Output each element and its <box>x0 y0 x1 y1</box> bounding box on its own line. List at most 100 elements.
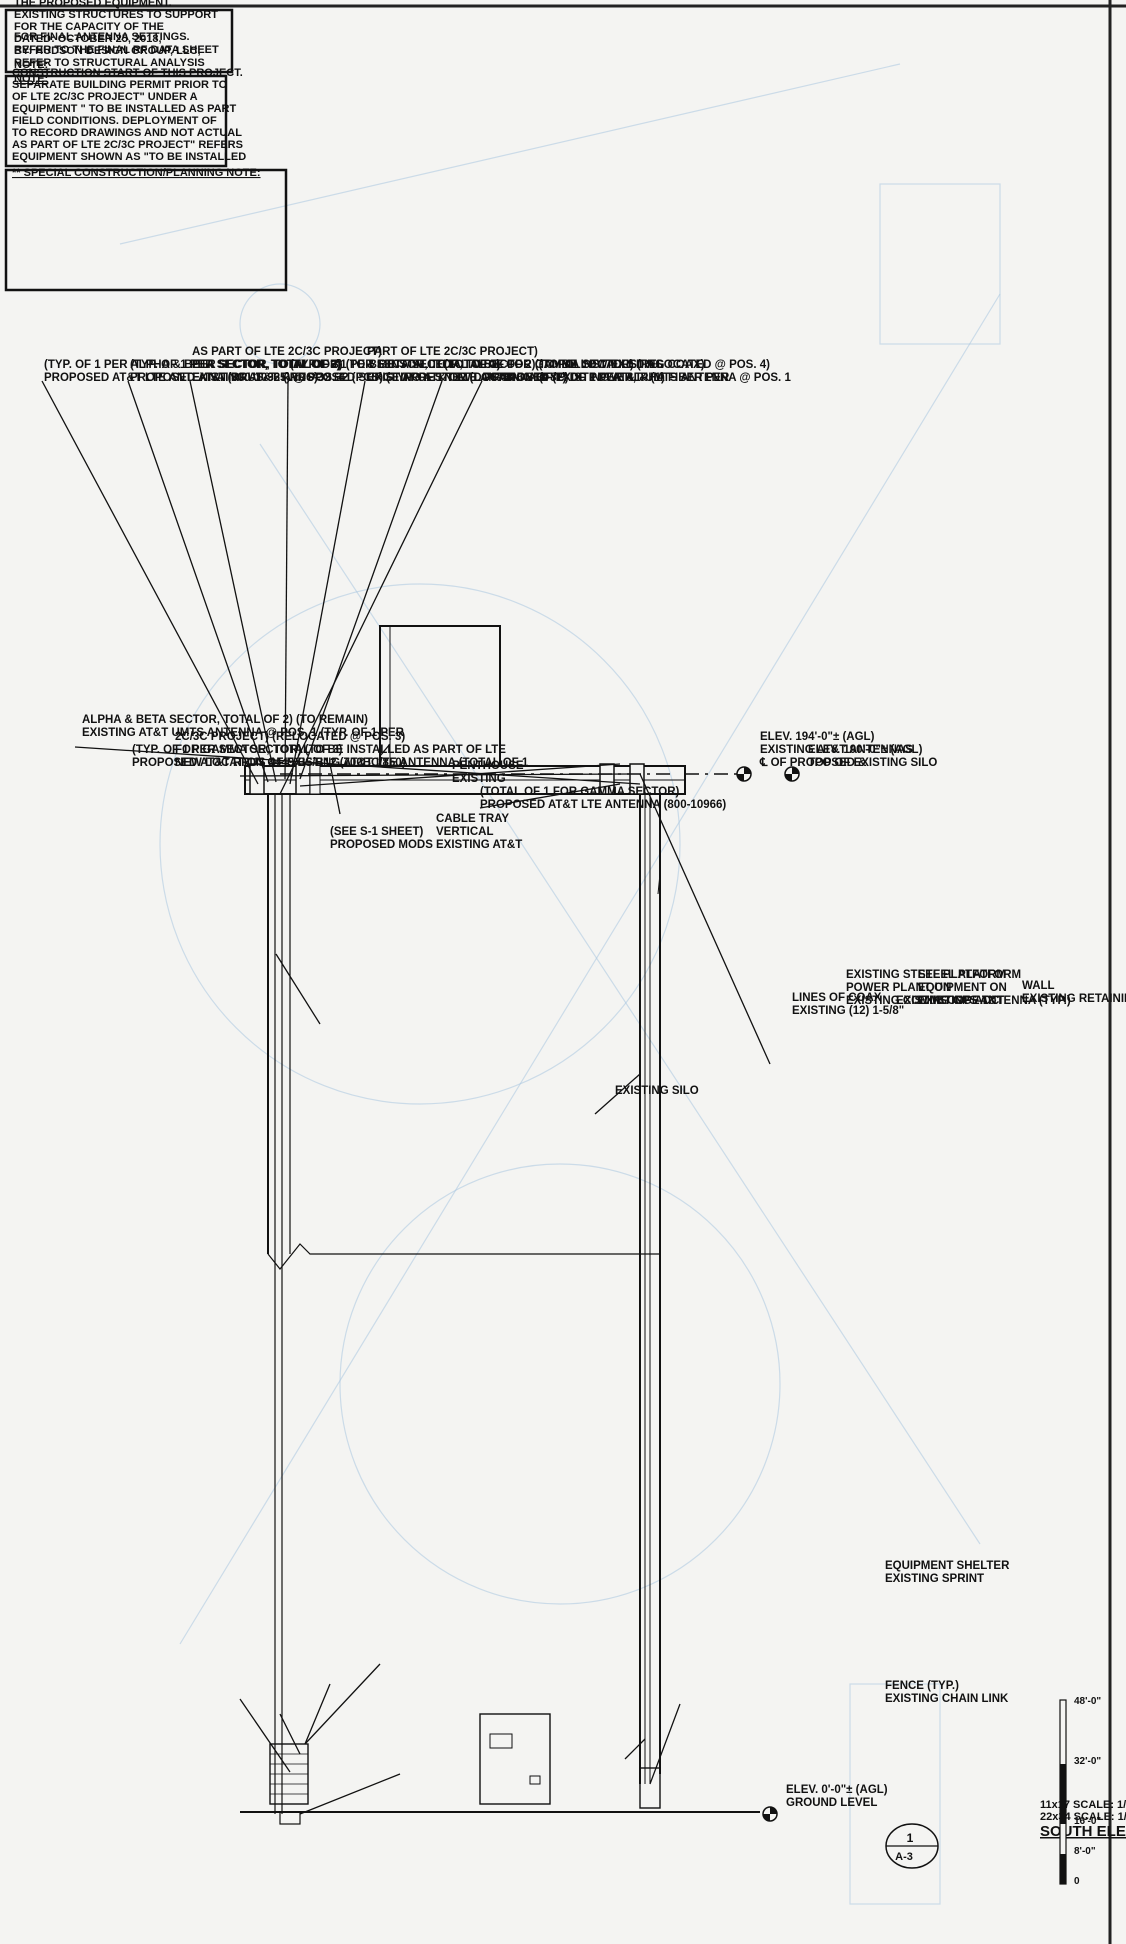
callout-top-line: PROPOSED (2) DC POWER, & (1) FIBER PER <box>484 372 730 384</box>
elev-ground-line: GROUND LEVEL <box>786 1797 877 1809</box>
callout-top-line: (TOTAL OF FOR GAMMA SECTOR) (RELOCATED @… <box>444 359 770 371</box>
callout-top-line: EXISTING AT&T RRUS-32 B2 (PCS) (TYP. OF … <box>192 372 444 384</box>
detail-number: 1 <box>907 1831 914 1845</box>
note-2-line: FOR THE CAPACITY OF THE <box>14 21 164 33</box>
scale-bar: 0 8'-0" 16'-0" 32'-0" 48'-0" <box>1059 1696 1101 1887</box>
callouts-top: PROPOSED AT&T LTE ANTENNA (800-10965) @ … <box>44 346 791 384</box>
elev-ground-line: ELEV. 0'-0"± (AGL) <box>786 1784 888 1796</box>
cable-tray-label: VERTICAL <box>436 826 494 838</box>
callout-base-line: EXISTING AT&T <box>918 995 1004 1007</box>
callout-top-line: (TYP. OF 1 PER SECTOR, TOTAL OF 3) <box>290 359 501 371</box>
callout-bottom-line: EQUIPMENT SHELTER <box>885 1560 1010 1572</box>
scale-tick: 16'-0" <box>1074 1816 1101 1827</box>
callout-top-line: NEW LOCATION OF EXISTING AT&T UMTS ANTEN… <box>444 372 791 384</box>
note-3-line: OF LTE 2C/3C PROJECT" UNDER A <box>12 91 198 103</box>
callout-bottom-line: EXISTING AT&T UMTS ANTENNA @ POS. 1 (TYP… <box>82 727 405 739</box>
penthouse <box>379 625 501 767</box>
note-3-line: FIELD CONDITIONS. DEPLOYMENT OF <box>12 115 217 127</box>
callout-base-line: EXISTING (12) 1-5/8" <box>792 1005 904 1017</box>
callout-top-line: EXISTING AT&T LTE ANTENNA (TYP. OF 1 PER… <box>367 372 665 384</box>
callout-top-line: PROPOSED AT&T RRUS-32 (WCS) <box>130 372 318 384</box>
callout-bottom-line: PROPOSED AT&T RRUS 4449 B5/B12 (700BC/85… <box>132 757 406 769</box>
note-1-heading: NOTE: <box>14 59 48 71</box>
callout-top-line: & BETA SECTOR, TOTAL OF 2) (TO BE INSTAL… <box>367 359 663 371</box>
note-1-line: REFER TO THE FINAL RF DATA SHEET <box>14 44 219 56</box>
note-2-line: THE PROPOSED EQUIPMENT. <box>14 0 172 9</box>
callout-top-line: PROPOSED SURGE ARRESTOR (DC6-48-60-18-8C… <box>290 372 569 384</box>
note-1-line: FOR FINAL ANTENNA SETTINGS. <box>14 31 190 43</box>
cable-tray-label: CABLE TRAY <box>436 813 509 825</box>
callout-base-line: EXISTING STEEL PLATFORM <box>846 969 1006 981</box>
note-3-line: EQUIPMENT " TO BE INSTALLED AS PART <box>12 103 236 115</box>
penthouse-label: PENTHOUSE <box>452 760 524 772</box>
note-2-heading: NOTE: <box>14 73 48 85</box>
callout-bottom-line: (TOTAL OF 1 FOR GAMMA SECTOR) <box>480 786 680 798</box>
scale-tick: 48'-0" <box>1074 1696 1101 1707</box>
note-2-line: REFER TO STRUCTURAL ANALYSIS <box>14 57 205 69</box>
elev-silo-line: TOP OF EXISTING SILO <box>808 757 937 769</box>
callouts-base: EXISTING (12) 1-5/8" LINES OF COAX EXIST… <box>792 969 1126 1017</box>
callout-bottom-line: (TYP. OF 1 PER SECTOR, TOTAL OF 3) <box>132 744 343 756</box>
callout-top-line: PER SECTOR, TOTAL OF 3) (TO BE INSTALLED <box>192 359 451 371</box>
leader-lines <box>41 380 771 1815</box>
elev-antennas-line: ℄ OF PROPOSED & <box>759 756 866 769</box>
penthouse-label: EXISTING <box>452 773 506 785</box>
interior-labels: EXISTING PENTHOUSE PROPOSED MODS (SEE S-… <box>330 760 524 851</box>
callout-bottom-line: FENCE (TYP.) <box>885 1680 959 1692</box>
callout-base-line: WALL <box>1022 980 1055 992</box>
callout-bottom-line: FOR GAMMA SECTOR) (TO BE INSTALLED AS PA… <box>175 744 506 756</box>
callout-bottom-line: NEW LOCATION OF EXISTING AT&T LTE ANTENN… <box>175 757 529 769</box>
elev-antennas-line: EXISTING AT&T ANTENNAS <box>760 744 913 756</box>
note-2-line: DATED: OCTOBER 25, 2018, <box>14 33 162 45</box>
scale-11x17: 11x17 SCALE: 1/32"=1'-0" <box>1040 1799 1126 1811</box>
note-box-3: ** SPECIAL CONSTRUCTION/PLANNING NOTE: E… <box>4 67 288 292</box>
callout-base-line: POWER PLANT ON <box>846 982 951 994</box>
elevation-antennas: ℄ OF PROPOSED & EXISTING AT&T ANTENNAS E… <box>736 731 913 782</box>
note-3-line: AS PART OF LTE 2C/3C PROJECT" REFERS <box>12 139 243 151</box>
callout-base-line: LINES OF COAX <box>792 992 882 1004</box>
callouts-bottom: EXISTING AT&T UMTS ANTENNA @ POS. 1 (TYP… <box>82 714 1010 1705</box>
elevation-silo-top: TOP OF EXISTING SILO ELEV. 190'-0"± (AGL… <box>784 744 937 782</box>
callout-top-line: PROPOSED AT&T LTE ANTENNA (800-10965) @ … <box>44 372 346 384</box>
elevation-ground: GROUND LEVEL ELEV. 0'-0"± (AGL) <box>762 1784 888 1822</box>
mods-label: (SEE S-1 SHEET) <box>330 826 423 838</box>
callout-base-line: EQUIPMENT ON <box>918 982 1007 994</box>
elevation-markers: ℄ OF PROPOSED & EXISTING AT&T ANTENNAS E… <box>736 731 937 1822</box>
elev-antennas-line: ELEV. 194'-0"± (AGL) <box>760 731 875 743</box>
callout-top-line: PART OF LTE 2C/3C PROJECT) <box>367 346 538 358</box>
note-box-1: NOTE: REFER TO THE FINAL RF DATA SHEET F… <box>4 8 234 74</box>
callout-bottom-line: PROPOSED AT&T LTE ANTENNA (800-10966) <box>480 799 726 811</box>
callout-base-line: EXISTING COMMSCOPE DC <box>846 995 999 1007</box>
sprint-shelter <box>479 1713 551 1805</box>
note-2-line: EXISTING STRUCTURES TO SUPPORT <box>14 9 218 21</box>
callout-base-line: EXISTING GPS ANTENNA (TYP.) <box>896 995 1071 1007</box>
callout-bottom-line: EXISTING SPRINT <box>885 1573 984 1585</box>
retaining-wall <box>279 1811 301 1825</box>
callout-bottom-line: 2C/3C PROJECT) (RELOCATED @ POS. 3) <box>175 731 405 743</box>
mods-label: PROPOSED MODS <box>330 839 433 851</box>
callout-top-line: SECTOR (TO FOLLOW EXISTING COAX) <box>484 359 705 371</box>
note-3-line: TO RECORD DRAWINGS AND NOT ACTUAL <box>12 127 242 139</box>
callout-bottom-line: ALPHA & BETA SECTOR, TOTAL OF 2) (TO REM… <box>82 714 368 726</box>
scale-tick: 0 <box>1074 1876 1080 1887</box>
callout-top-line: (TYP. OF 1 PER SECTOR, TOTAL OF 3) <box>130 359 341 371</box>
scale-tick: 8'-0" <box>1074 1846 1096 1857</box>
silo-structure <box>240 625 760 1825</box>
break-line <box>267 1243 660 1270</box>
callout-base-line: STEEL PLATFORM <box>918 969 1021 981</box>
note-2-line: BY: HUDSON DESIGN GROUP, LLC, <box>14 45 201 57</box>
note-3-line: EQUIPMENT SHOWN AS "TO BE INSTALLED <box>12 151 246 163</box>
callout-base-line: EXISTING RETAINING <box>1022 993 1126 1005</box>
elev-silo-line: ELEV. 190'-0"± (AGL) <box>808 744 923 756</box>
callout-bottom-line: EXISTING CHAIN LINK <box>885 1693 1009 1705</box>
callout-bottom-line: EXISTING SILO <box>615 1085 699 1097</box>
detail-bubble: 1 A-3 <box>885 1823 939 1869</box>
callout-top-line: (TYP. OF 1 PER ALPHA & BETA SECTOR, TOTA… <box>44 359 341 371</box>
scale-tick: 32'-0" <box>1074 1756 1101 1767</box>
callout-top-line: AS PART OF LTE 2C/3C PROJECT) <box>192 346 382 358</box>
cable-tray-label: EXISTING AT&T <box>436 839 522 851</box>
note-3-line: SEPARATE BUILDING PERMIT PRIOR TO <box>12 79 228 91</box>
sheet-reference: A-3 <box>895 1851 913 1863</box>
